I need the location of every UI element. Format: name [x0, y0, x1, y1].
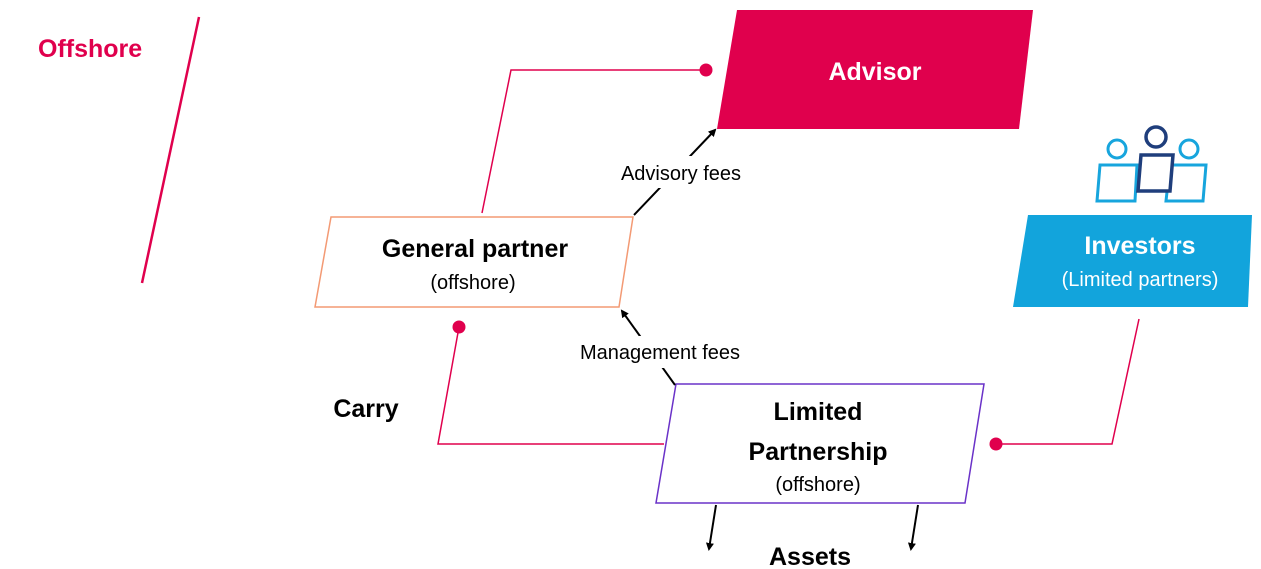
assets-arrow-left: [705, 504, 717, 551]
limited-partnership-subtitle: (offshore): [775, 474, 860, 496]
general-partner-box: [314, 216, 634, 308]
investors-lp-connector: [996, 318, 1140, 445]
limited-partnership-title-line2: Partnership: [749, 438, 888, 466]
advisory-fees-label: Advisory fees: [621, 163, 741, 185]
assets-arrow-right: [907, 504, 919, 551]
general-partner-title: General partner: [382, 235, 568, 263]
management-fees-label-bg: [553, 336, 767, 368]
investors-subtitle: (Limited partners): [1062, 269, 1219, 291]
investors-box: [1013, 215, 1252, 307]
investors-title: Investors: [1084, 232, 1195, 260]
advisory-fees-label-bg: [596, 156, 766, 188]
assets-label: Assets: [769, 543, 851, 569]
connector-dot: [989, 437, 1003, 451]
carry-connector: [437, 326, 664, 445]
advisor-box: [717, 10, 1033, 129]
region-divider: [140, 16, 201, 284]
general-partner-subtitle: (offshore): [430, 272, 515, 294]
carry-label: Carry: [333, 395, 398, 423]
advisor-label: Advisor: [828, 58, 921, 86]
gp-advisor-connector: [481, 69, 706, 214]
people-group-icon: [1095, 125, 1208, 203]
connector-dot: [699, 63, 713, 77]
offshore-label: Offshore: [38, 35, 142, 63]
connector-dot: [452, 320, 466, 334]
management-fees-label: Management fees: [580, 342, 740, 364]
limited-partnership-title-line1: Limited: [774, 398, 863, 426]
limited-partnership-box: [655, 383, 985, 504]
